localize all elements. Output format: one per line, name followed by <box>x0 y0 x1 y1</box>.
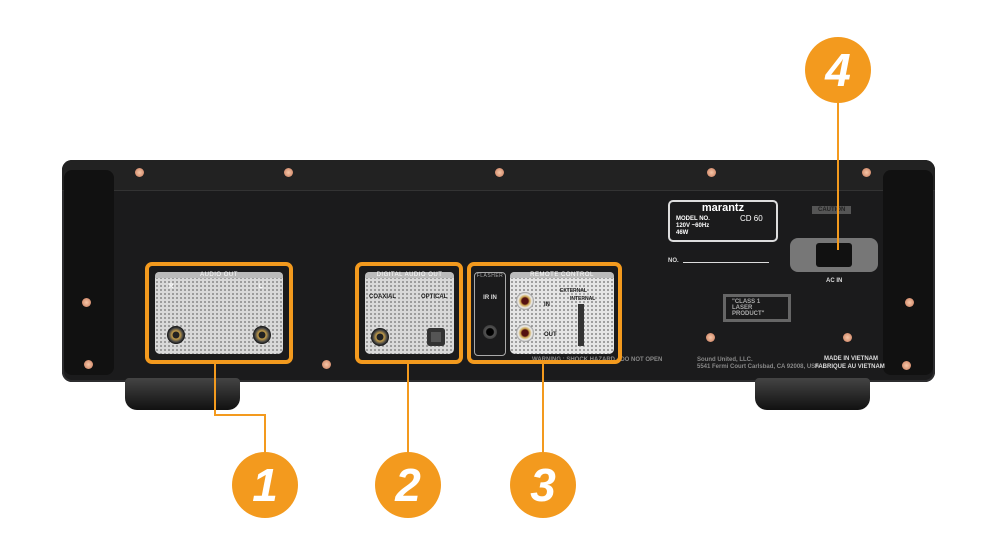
leader-line-1 <box>214 414 266 416</box>
external-label: EXTERNAL <box>560 288 587 294</box>
company-text: Sound United, LLC. <box>697 357 753 363</box>
screw <box>84 360 93 369</box>
audio-out-right-jack[interactable] <box>167 326 185 344</box>
right-foot <box>755 378 870 410</box>
flasher-label: FLASHER <box>476 273 504 279</box>
ac-in-label: AC IN <box>826 278 843 284</box>
right-side-panel <box>883 170 933 375</box>
highlight-audio-out <box>145 262 293 364</box>
screw <box>495 168 504 177</box>
made-in-text: MADE IN VIETNAM <box>824 356 878 362</box>
screw <box>905 298 914 307</box>
digital-audio-out-panel: DIGITAL AUDIO OUT COAXIAL OPTICAL <box>365 272 454 354</box>
optical-label: OPTICAL <box>421 294 448 300</box>
callout-3: 3 <box>510 452 576 518</box>
optical-port[interactable] <box>427 328 445 346</box>
leader-line-4 <box>837 100 839 250</box>
digital-audio-out-label: DIGITAL AUDIO OUT <box>365 272 454 278</box>
coaxial-jack[interactable] <box>371 328 389 346</box>
flasher-panel: FLASHER IR IN <box>474 272 506 356</box>
external-internal-switch[interactable] <box>578 304 584 346</box>
leader-line-1 <box>264 414 266 454</box>
rating-plate: marantz MODEL NO. CD 60 120V ~60Hz 46W <box>668 200 778 242</box>
remote-out-label: OUT <box>544 332 557 338</box>
voltage: 120V ~60Hz <box>676 223 710 229</box>
coaxial-label: COAXIAL <box>369 294 396 300</box>
laser-class-label: "CLASS 1 LASER PRODUCT" <box>723 294 791 322</box>
highlight-digital-out <box>355 262 463 364</box>
right-channel-label: R <box>169 284 174 290</box>
ir-in-jack[interactable] <box>483 325 497 339</box>
brand-logo: marantz <box>701 202 745 214</box>
audio-out-left-jack[interactable] <box>253 326 271 344</box>
screw <box>322 360 331 369</box>
remote-control-label: REMOTE CONTROL <box>510 272 614 278</box>
screw <box>843 333 852 342</box>
leader-line-1 <box>214 363 216 415</box>
screw <box>135 168 144 177</box>
remote-in-label: IN <box>544 302 550 308</box>
audio-out-panel: AUDIO OUT R L <box>155 272 283 354</box>
internal-label: INTERNAL <box>570 296 596 302</box>
serial-line <box>683 262 769 263</box>
serial-label: NO. <box>668 258 679 264</box>
address-text: 5541 Fermi Court Carlsbad, CA 92008, USA <box>697 364 820 370</box>
ac-inlet-plate <box>790 238 878 272</box>
callout-2: 2 <box>375 452 441 518</box>
leader-line-2 <box>407 363 409 453</box>
screw <box>862 168 871 177</box>
remote-out-jack[interactable] <box>516 324 534 342</box>
highlight-remote-control <box>467 262 622 364</box>
ir-in-label: IR IN <box>483 295 497 301</box>
left-side-panel <box>64 170 114 375</box>
screw <box>284 168 293 177</box>
screw <box>707 168 716 177</box>
remote-in-jack[interactable] <box>516 292 534 310</box>
callout-1: 1 <box>232 452 298 518</box>
left-foot <box>125 378 240 410</box>
model-number: CD 60 <box>740 214 763 223</box>
screw <box>706 333 715 342</box>
remote-control-panel: REMOTE CONTROL IN OUT EXTERNAL INTERNAL <box>510 272 614 354</box>
ac-inlet-socket[interactable] <box>816 243 852 267</box>
leader-line-3 <box>542 363 544 453</box>
audio-out-label: AUDIO OUT <box>155 272 283 278</box>
screw <box>902 361 911 370</box>
left-channel-label: L <box>259 284 263 290</box>
power: 46W <box>676 230 689 236</box>
callout-4: 4 <box>805 37 871 103</box>
screw <box>82 298 91 307</box>
fabrique-text: FABRIQUE AU VIETNAM <box>815 364 885 370</box>
model-label: MODEL NO. <box>676 216 710 222</box>
caution-label: CAUTION <box>812 206 852 214</box>
